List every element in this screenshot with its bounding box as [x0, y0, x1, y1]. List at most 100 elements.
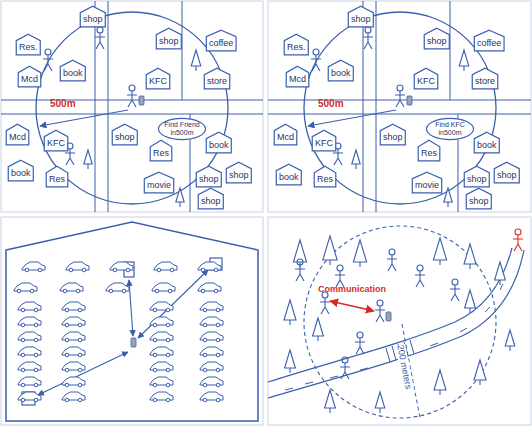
locate-arrow [38, 270, 208, 395]
person-figure [395, 85, 405, 107]
place-name: movie [415, 180, 439, 191]
place-marker: Res [150, 140, 172, 161]
place-marker: KFC [146, 68, 170, 89]
place-name: book [477, 140, 497, 151]
place-name: KFC [149, 76, 167, 87]
car-symbol [198, 262, 221, 272]
place-name: book [331, 68, 351, 79]
place-name: coffee [477, 38, 501, 49]
tree-symbol [464, 244, 476, 269]
person-figure [513, 229, 523, 251]
place-marker: Res. [16, 34, 41, 55]
tree-symbol [84, 150, 92, 169]
car-symbol [110, 262, 133, 272]
place-name: Mcd [277, 132, 294, 143]
person-figure [355, 332, 365, 354]
place-marker: coffee [206, 30, 236, 51]
speech-bubble: Find KFC in500m [426, 118, 474, 140]
car-symbol [62, 302, 85, 312]
place-name: Res [317, 174, 333, 185]
car-symbol [200, 362, 223, 372]
place-name: Find Friend in500m [164, 121, 200, 137]
distance-label: 500m [318, 98, 344, 109]
car-symbol [60, 283, 83, 293]
person-figure [340, 357, 350, 379]
communication-label: Communication [318, 284, 386, 294]
tree-symbol [434, 370, 446, 395]
place-name: book [11, 168, 31, 179]
tree-symbol [474, 360, 486, 385]
place-marker: book [206, 132, 232, 153]
place-marker: movie [144, 172, 174, 193]
car-symbol [200, 392, 223, 402]
place-name: book [63, 68, 83, 79]
car-symbol [62, 347, 85, 357]
place-marker: book [8, 160, 34, 181]
place-marker: Mcd [18, 66, 41, 87]
place-name: book [209, 140, 229, 151]
car-symbol [150, 332, 173, 342]
person-figure [95, 27, 105, 49]
tree-symbol [444, 188, 452, 207]
place-name: shop [469, 196, 489, 207]
tree-symbol [459, 50, 469, 71]
car-symbol [150, 302, 173, 312]
place-marker: shop [380, 124, 406, 145]
tree-symbol [285, 350, 296, 373]
communication-arrow [330, 301, 374, 311]
range-label: 200 meters [395, 344, 413, 390]
search-circle [36, 12, 496, 204]
place-name: shop [427, 36, 447, 47]
place-name: shop [201, 196, 221, 207]
place-marker: Res [314, 166, 336, 187]
place-name: Res [153, 148, 169, 159]
car-symbol [152, 283, 175, 293]
place-name: movie [147, 180, 171, 191]
place-marker: shop [466, 188, 492, 209]
phone-icon [407, 96, 412, 105]
car-symbol [200, 377, 223, 387]
car-symbol [18, 377, 41, 387]
place-marker: shop [80, 6, 106, 27]
place-marker: shop [494, 162, 520, 183]
tree-symbol [465, 290, 476, 313]
tree-symbol [176, 188, 184, 207]
tree-symbol [313, 318, 324, 341]
range-circle [304, 226, 496, 418]
tree-symbol [433, 238, 446, 265]
car-symbol [62, 332, 85, 342]
car-symbol [62, 377, 85, 387]
place-name: Mcd [9, 132, 26, 143]
car-symbol [200, 332, 223, 342]
place-name: Mcd [289, 74, 306, 85]
parking-building [6, 222, 258, 421]
place-name: shop [497, 170, 517, 181]
place-marker: KFC [44, 130, 68, 151]
place-name: shop [351, 14, 371, 25]
place-name: shop [383, 132, 403, 143]
car-symbol [150, 317, 173, 327]
car-symbol [150, 392, 173, 402]
person-figure [43, 49, 53, 71]
generated-figures [14, 27, 523, 413]
place-name: Res [49, 174, 65, 185]
place-marker: book [276, 164, 302, 185]
speech-bubble: Find Friend in500m [158, 118, 206, 140]
tree-symbol [191, 50, 201, 71]
place-marker: Mcd [286, 66, 309, 87]
place-name: Res. [19, 42, 38, 53]
person-figure [363, 27, 373, 49]
car-symbol [18, 332, 41, 342]
place-name: shop [467, 174, 487, 185]
place-name: store [475, 76, 495, 87]
car-symbol [62, 317, 85, 327]
phone-icon [139, 96, 144, 105]
place-name: KFC [47, 138, 65, 149]
tree-symbol [284, 300, 296, 325]
car-symbol [106, 283, 129, 293]
car-symbol [66, 262, 89, 272]
car-symbol [18, 347, 41, 357]
place-marker: shop [424, 28, 450, 49]
car-symbol [154, 262, 177, 272]
